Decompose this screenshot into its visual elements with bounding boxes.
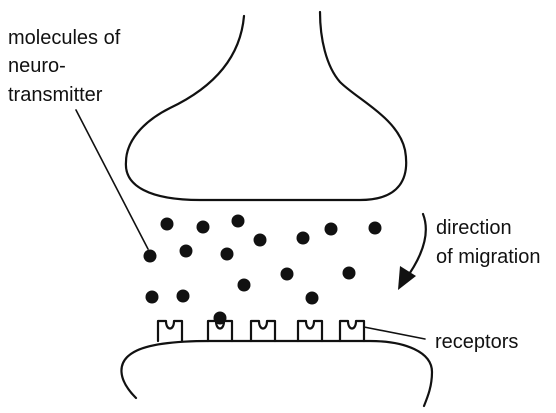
direction-label-line2: of migration — [436, 246, 541, 268]
molecule — [161, 218, 174, 231]
receptor — [158, 321, 182, 341]
postsynaptic-membrane — [121, 341, 432, 406]
neurotransmitter-label-line2: neuro- — [8, 55, 66, 77]
molecule — [369, 222, 382, 235]
molecule — [180, 245, 193, 258]
receptors-label: receptors — [435, 331, 518, 353]
receptor — [298, 321, 322, 341]
receptor — [251, 321, 275, 341]
receptor — [340, 321, 364, 341]
molecule — [144, 250, 157, 263]
molecules-group — [144, 215, 382, 325]
molecule — [221, 248, 234, 261]
neurotransmitter-label-line1: molecules of — [8, 27, 121, 49]
migration-arrow-shaft — [405, 214, 426, 280]
neurotransmitter-label-line3: transmitter — [8, 84, 103, 106]
receptors-leader-line — [364, 327, 425, 339]
molecule — [306, 292, 319, 305]
molecule — [197, 221, 210, 234]
direction-label-line1: direction — [436, 217, 512, 239]
molecule — [254, 234, 267, 247]
molecule — [146, 291, 159, 304]
molecule — [232, 215, 245, 228]
molecule — [343, 267, 356, 280]
molecule — [325, 223, 338, 236]
molecule — [281, 268, 294, 281]
migration-arrow — [398, 214, 426, 290]
receptors-group — [158, 321, 364, 341]
molecule — [177, 290, 190, 303]
molecule — [214, 312, 227, 325]
molecule — [238, 279, 251, 292]
molecule — [297, 232, 310, 245]
neurotransmitter-leader-line — [76, 110, 148, 249]
presynaptic-terminal — [126, 12, 406, 200]
